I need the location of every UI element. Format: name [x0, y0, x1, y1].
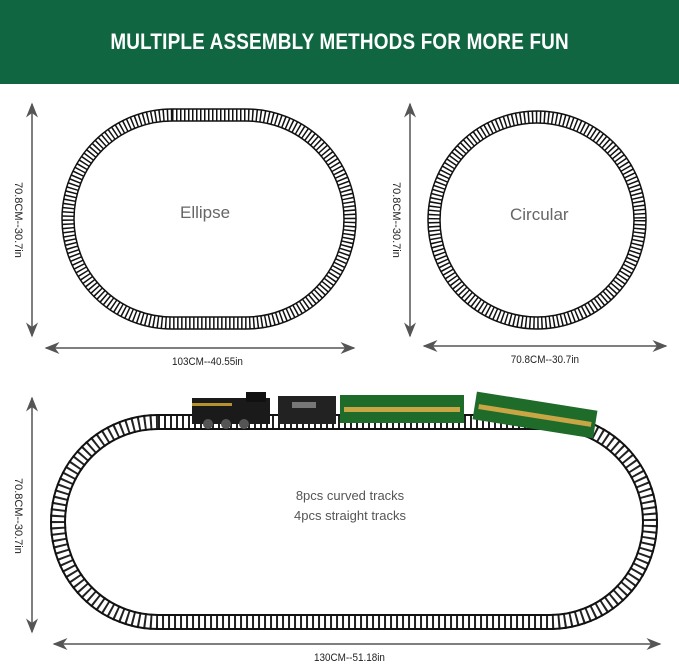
ellipse-width-label: 103CM--40.55in: [171, 356, 243, 368]
banner-title: MULTIPLE ASSEMBLY METHODS FOR MORE FUN: [110, 29, 569, 54]
passenger-car-2: [472, 391, 598, 439]
oval-width-label: 130CM--51.18in: [313, 652, 385, 664]
ellipse-label: Ellipse: [180, 203, 231, 222]
straight-tracks-count: 4pcs straight tracks: [294, 508, 406, 523]
train: [192, 391, 598, 439]
curved-tracks-count: 8pcs curved tracks: [295, 488, 405, 503]
oval-track: [50, 414, 658, 630]
passenger-car-1: [340, 395, 464, 423]
ellipse-track: [61, 108, 357, 330]
oval-height-label: 70.8CM--30.7in: [12, 478, 24, 554]
ellipse-height-label: 70.8CM--30.7in: [12, 182, 24, 258]
circular-track: [427, 110, 647, 330]
circular-label: Circular: [510, 205, 569, 224]
circular-width-label: 70.8CM--30.7in: [510, 354, 580, 366]
tender-car: [278, 396, 336, 424]
oval-info: 8pcs curved tracks 4pcs straight tracks: [270, 486, 430, 526]
circular-height-label: 70.8CM--30.7in: [390, 182, 402, 258]
locomotive: [192, 392, 270, 429]
banner: MULTIPLE ASSEMBLY METHODS FOR MORE FUN: [0, 0, 679, 84]
